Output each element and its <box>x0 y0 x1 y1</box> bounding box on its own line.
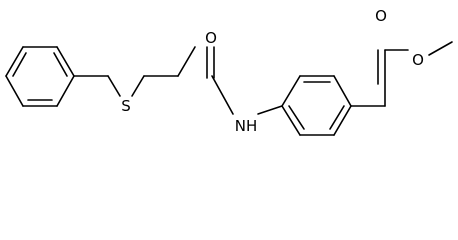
aromatic-double-bond <box>12 52 27 77</box>
aromatic-double-bond <box>288 105 305 130</box>
ester-ether-oxygen-label: O <box>412 51 424 69</box>
bond <box>281 75 301 107</box>
bond <box>281 105 301 136</box>
methyl-ester-group: O O <box>350 7 453 107</box>
bond <box>5 46 24 77</box>
amide-oxygen-label: O <box>205 29 217 47</box>
ester-carbonyl-oxygen-label: O <box>375 7 387 25</box>
para-phenylene-ring <box>281 75 352 136</box>
aromatic-double-bond <box>53 52 68 77</box>
bond <box>56 46 75 77</box>
sulfur-atom-label: S <box>121 97 131 115</box>
bond <box>56 75 75 107</box>
benzyl-thio-chain: S <box>73 75 179 115</box>
aromatic-double-bond <box>329 105 345 130</box>
chemical-structure: S O NH O O <box>5 7 453 136</box>
bond <box>177 46 196 77</box>
bond <box>333 75 352 107</box>
benzyl-phenyl-ring <box>5 46 75 107</box>
bond <box>107 75 121 97</box>
bond <box>211 75 234 115</box>
bond <box>5 75 24 107</box>
amide-nitrogen-label: NH <box>235 117 258 135</box>
bond <box>428 41 453 56</box>
bond <box>131 75 145 97</box>
amide-group: O NH <box>177 29 283 135</box>
bond <box>257 105 283 115</box>
bond <box>333 105 352 136</box>
